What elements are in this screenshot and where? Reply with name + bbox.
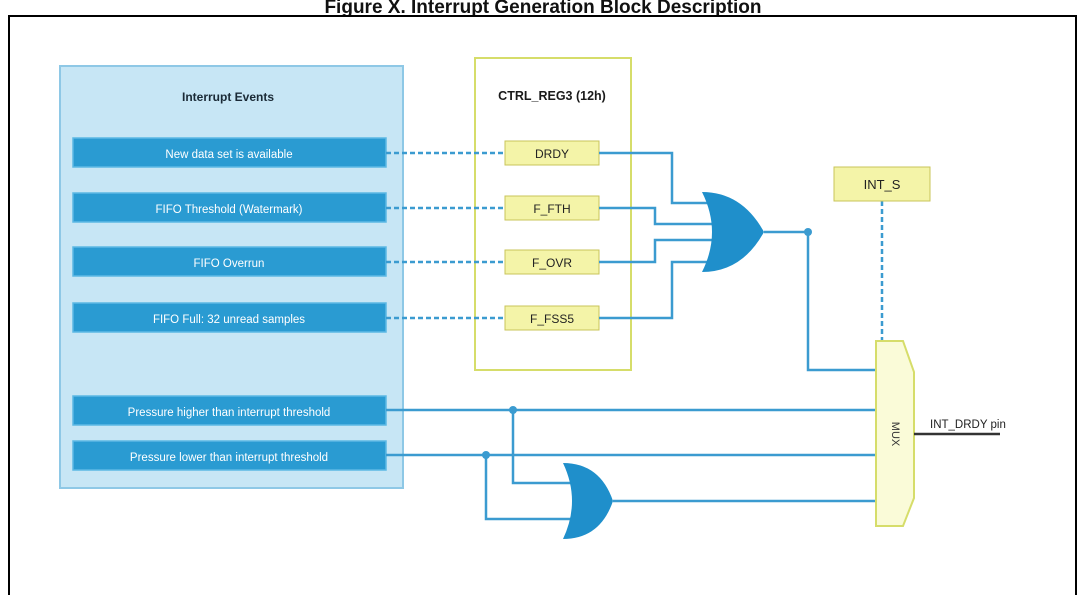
event-pressure-low-label: Pressure lower than interrupt threshold	[130, 452, 328, 464]
event-new-data: New data set is available	[72, 137, 387, 168]
ctrl-reg3-title: CTRL_REG3 (12h)	[498, 89, 606, 103]
event-fifo-threshold: FIFO Threshold (Watermark)	[72, 192, 387, 223]
int-s-label: INT_S	[864, 177, 901, 192]
mux-label: MUX	[889, 422, 901, 447]
event-fifo-full-label: FIFO Full: 32 unread samples	[153, 314, 305, 326]
int-drdy-pin-label: INT_DRDY pin	[930, 419, 1006, 431]
wires	[386, 151, 876, 521]
int-s-box: INT_S	[833, 166, 931, 202]
figure-frame	[8, 15, 1077, 595]
event-new-data-label: New data set is available	[165, 149, 292, 161]
event-pressure-low: Pressure lower than interrupt threshold	[72, 440, 387, 471]
bit-f-fss5: F_FSS5	[504, 305, 600, 331]
bit-f-ovr-label: F_OVR	[532, 256, 572, 270]
bit-f-fth-label: F_FTH	[533, 202, 570, 216]
event-fifo-overrun: FIFO Overrun	[72, 246, 387, 277]
junction-dot	[482, 451, 490, 459]
interrupt-events-title: Interrupt Events	[182, 90, 274, 104]
or-gate-fifo	[702, 192, 764, 272]
mux-block	[875, 340, 915, 527]
or-gate-pressure	[563, 463, 613, 539]
event-fifo-overrun-label: FIFO Overrun	[194, 258, 265, 270]
event-pressure-high-label: Pressure higher than interrupt threshold	[128, 407, 331, 419]
event-fifo-full: FIFO Full: 32 unread samples	[72, 302, 387, 333]
dashed-connectors	[386, 151, 505, 320]
event-pressure-high: Pressure higher than interrupt threshold	[72, 395, 387, 426]
bit-drdy-label: DRDY	[535, 147, 569, 161]
junction-dot	[804, 228, 812, 236]
junction-dot	[509, 406, 517, 414]
event-fifo-threshold-label: FIFO Threshold (Watermark)	[156, 204, 303, 216]
bit-f-fss5-label: F_FSS5	[530, 312, 574, 326]
bit-f-fth: F_FTH	[504, 195, 600, 221]
bit-drdy: DRDY	[504, 140, 600, 166]
bit-f-ovr: F_OVR	[504, 249, 600, 275]
page-title: Figure X. Interrupt Generation Block Des…	[324, 0, 762, 16]
ctrl-reg3-block	[474, 57, 632, 371]
